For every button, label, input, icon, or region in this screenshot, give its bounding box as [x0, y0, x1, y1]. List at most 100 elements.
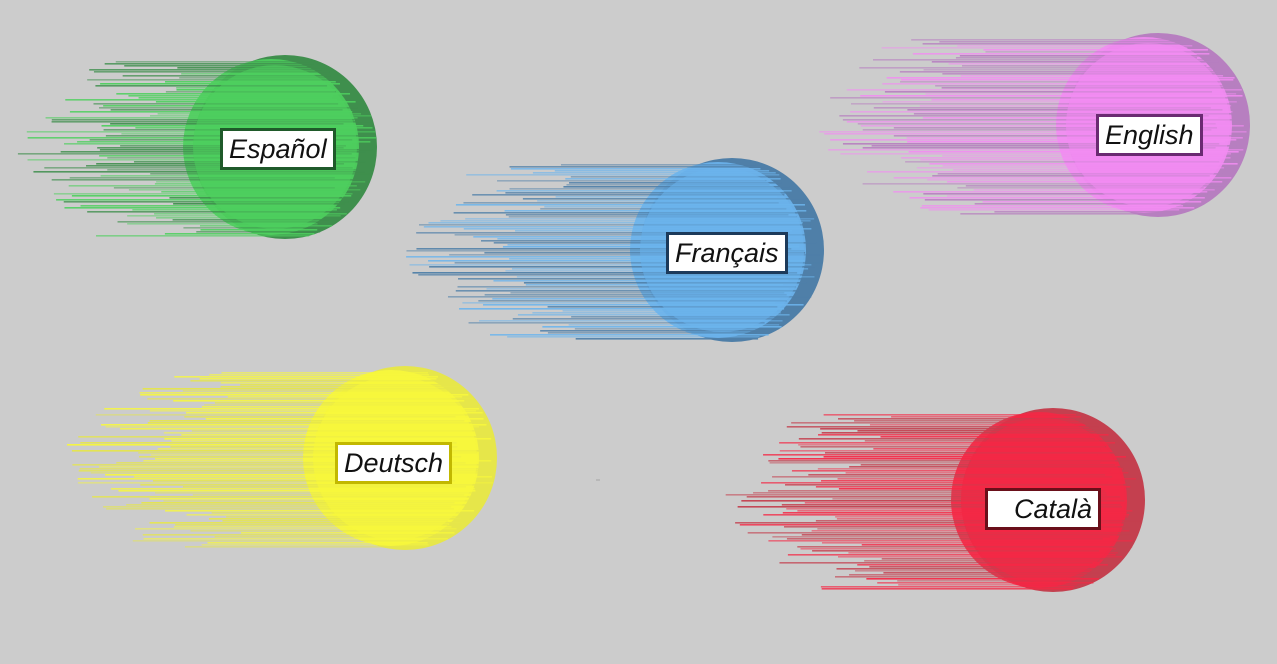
- comet-streak: [135, 528, 457, 530]
- comet-streak: [505, 214, 789, 216]
- comet-streak: [92, 496, 470, 498]
- comet-streak: [994, 211, 1184, 213]
- comet-streak: [139, 392, 445, 394]
- comet-streak: [560, 164, 756, 166]
- comet-streak: [900, 81, 1222, 83]
- comet-streak: [911, 39, 1182, 41]
- comet-streak: [157, 448, 457, 450]
- comet-streak: [850, 111, 1233, 113]
- comet-streak: [821, 542, 1110, 544]
- comet-streak: [955, 57, 1198, 59]
- comet-streak: [901, 157, 1231, 159]
- comet-streak: [101, 424, 487, 426]
- comet-streak: [747, 532, 1122, 534]
- comet-streak: [222, 520, 448, 522]
- comet-streak: [497, 180, 767, 182]
- comet-streak: [973, 189, 1215, 191]
- comet-streak: [454, 262, 823, 264]
- comet-streak: [142, 388, 454, 390]
- comet-streak: [104, 408, 480, 410]
- language-button-catala[interactable]: Català: [700, 400, 1160, 605]
- comet-streak: [56, 199, 333, 201]
- comet-streak: [155, 458, 463, 460]
- comet-streak: [406, 256, 790, 258]
- comet-streak: [479, 320, 783, 322]
- comet-streak: [455, 204, 805, 206]
- comet-streak: [923, 193, 1208, 195]
- comet-streak: [532, 172, 776, 174]
- comet-streak: [909, 197, 1205, 199]
- language-button-english[interactable]: English: [790, 30, 1260, 225]
- comet-streak: [846, 89, 1242, 91]
- comet-streak: [897, 580, 1094, 582]
- language-button-espanol[interactable]: Español: [0, 55, 380, 245]
- comet-streak: [818, 434, 1109, 436]
- comet-streak: [779, 450, 1102, 452]
- comet-streak: [110, 488, 475, 490]
- comet-streak: [824, 133, 1212, 135]
- comet-streak: [907, 109, 1223, 111]
- comet-streak: [851, 103, 1239, 105]
- comet-streak: [791, 422, 1098, 424]
- language-button-francais[interactable]: Français: [380, 155, 830, 350]
- comet-streak: [924, 199, 1195, 201]
- comet-streak: [787, 554, 1116, 556]
- comet-streak: [784, 526, 1131, 528]
- comet-streak: [798, 444, 1110, 446]
- comet-streak: [95, 414, 474, 416]
- comet-streak: [849, 574, 1092, 576]
- comet-streak: [117, 221, 319, 223]
- comet-streak: [199, 378, 437, 380]
- comet-streak: [779, 442, 1116, 444]
- language-button-deutsch[interactable]: Deutsch: [40, 360, 510, 560]
- comet-streak: [509, 166, 765, 168]
- comet-streak: [823, 414, 1076, 416]
- comet-streak: [465, 218, 815, 220]
- comet-streak: [846, 121, 1226, 123]
- comet-streak: [893, 135, 1233, 137]
- comet-streak: [177, 67, 326, 69]
- comet-streak: [412, 272, 798, 274]
- comet-streak: [133, 476, 492, 478]
- comet-streak: [478, 300, 787, 302]
- comet-streak: [737, 506, 1122, 508]
- comet-streak: [820, 428, 1110, 430]
- comet-streak: [778, 458, 1102, 460]
- comet-streak: [466, 174, 780, 176]
- comet-streak: [931, 61, 1219, 63]
- comet-streak: [484, 294, 787, 296]
- comet-streak: [240, 384, 441, 386]
- comet-streak: [957, 45, 1193, 47]
- comet-streak: [183, 227, 316, 229]
- comet-streak: [77, 482, 494, 484]
- comet-streak: [828, 149, 1244, 151]
- comet-streak: [493, 280, 789, 282]
- comet-streak: [880, 436, 1090, 438]
- comet-streak: [812, 550, 1100, 552]
- comet-streak: [214, 536, 452, 538]
- comet-streak: [753, 492, 1107, 494]
- comet-streak: [877, 582, 1094, 584]
- stray-pixel: [596, 479, 600, 481]
- comet-streak: [416, 232, 784, 234]
- comet-streak: [140, 394, 469, 396]
- comet-streak: [72, 464, 484, 466]
- comet-streak: [139, 456, 462, 458]
- comet-streak: [122, 75, 331, 77]
- comet-streak: [540, 330, 760, 332]
- comet-streak: [95, 85, 328, 87]
- comet-streak: [472, 194, 785, 196]
- comet-streak: [505, 192, 786, 194]
- comet-streak: [152, 480, 456, 482]
- comet-streak: [801, 534, 1132, 536]
- comet-streak: [800, 548, 1116, 550]
- comet-streak: [566, 184, 770, 186]
- comet-streak: [768, 460, 1134, 462]
- comet-streak: [78, 470, 485, 472]
- comet-streak: [127, 223, 318, 225]
- comet-streak: [64, 207, 341, 209]
- comet-streak: [17, 153, 352, 155]
- comet-streak: [207, 542, 428, 544]
- comet-streak: [473, 236, 785, 238]
- comet-streak: [429, 266, 816, 268]
